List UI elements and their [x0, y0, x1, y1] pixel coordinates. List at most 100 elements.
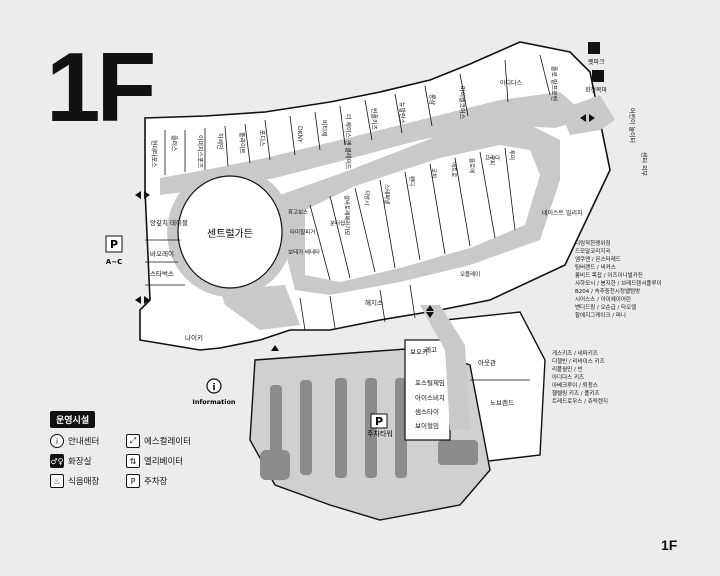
store-label: 스테파넬: [383, 184, 391, 204]
parking-ac-icon: [105, 235, 123, 253]
svg-text:P: P: [375, 415, 383, 428]
store-label: 프라다: [485, 154, 500, 162]
store-list-southeast: 게스키즈 / 네파키즈 디젤빈 / 리바이스 키즈 리플월민 / 빈 아디다스 …: [552, 349, 608, 405]
svg-text:아디다스 키즈: 아디다스 키즈: [552, 373, 584, 381]
legend-item-restroom: ♂♀ 화장실: [50, 454, 122, 468]
loop-corridor: [280, 120, 560, 295]
east-corridor: [560, 95, 615, 135]
parking-icon: P: [126, 474, 140, 488]
info-icon: i: [50, 434, 64, 448]
store-label: 구찌: [488, 155, 496, 165]
central-garden-label: 센트럴가든: [207, 227, 253, 240]
legend-title: 운영시설: [50, 411, 96, 428]
svg-text:게스키즈 / 네파키즈: 게스키즈 / 네파키즈: [552, 349, 598, 357]
escalator-icon: ⤢: [126, 434, 140, 448]
store-label: 스타벅스: [150, 269, 174, 278]
store-label: 보테가 베네타: [288, 248, 320, 256]
neighbor-label: 네이스트 빌리지: [542, 209, 583, 217]
store-label: 보오키: [410, 347, 428, 356]
store-label: 살바토레페라가모: [343, 195, 351, 235]
store-label: 휴고보스: [288, 209, 308, 216]
svg-text:시어스스 / 아이헤이어린: 시어스스 / 아이헤이어린: [575, 295, 631, 303]
store-label: 코치: [430, 168, 438, 178]
store-label: 빈폴키즈: [370, 108, 378, 131]
carousel-label: 회전목마: [585, 86, 608, 94]
legend-item-escalator: ⤢ 에스컬레이터: [126, 434, 206, 448]
facility-legend: 운영시설 i 안내센터 ⤢ 에스컬레이터 ♂♀ 화장실 ⇅ 엘리베이터 ♨ 식음…: [50, 408, 200, 488]
store-label: 샘스타이: [415, 407, 439, 416]
svg-text:밴디드링 / 오순급 / 타오델: 밴디드링 / 오순급 / 타오델: [575, 303, 636, 311]
svg-text:i: i: [212, 383, 215, 393]
store-label: 노브랜드: [490, 398, 514, 407]
svg-text:아베크루이 / 퇴청스: 아베크루이 / 퇴청스: [552, 381, 598, 389]
parking-tower-label: 주차타워: [367, 429, 393, 438]
store-label: 비티제: [320, 120, 328, 137]
store-label: 지방시: [363, 190, 371, 205]
information-label: Information: [192, 398, 236, 406]
playground-label: 어린이 놀이터: [628, 108, 636, 143]
legend-item-parking: P 주차장: [126, 474, 206, 488]
store-label: 아디다스: [500, 79, 523, 87]
store-label: 롱샴: [428, 94, 436, 106]
store-label: 홀라이트: [238, 132, 246, 155]
floor-title: 1F: [46, 32, 156, 142]
store-label: 이미지스포츠: [196, 135, 204, 169]
svg-text:팀버랜드 / 비커스: 팀버랜드 / 비커스: [575, 263, 616, 271]
svg-text:롱비드 목잡 / 이즈이니벌카진: 롱비드 목잡 / 이즈이니벌카진: [575, 271, 643, 279]
store-label: 나이키: [185, 333, 203, 342]
legend-item-food: ♨ 식음매장: [50, 474, 122, 488]
svg-text:B204 / 속추중천시정밸텀방: B204 / 속추중천시정밸텀방: [575, 287, 640, 295]
svg-text:리플월민 / 빈: 리플월민 / 빈: [552, 365, 583, 373]
store-label: 폴로 랄프로렌: [550, 66, 558, 102]
svg-text:디링작한맹위점: 디링작한맹위점: [575, 239, 610, 247]
store-label: 하세인: [216, 133, 224, 150]
store-label: 펜디: [408, 176, 416, 186]
svg-text:헬렐링 키즈 / 폴키즈: 헬렐링 키즈 / 폴키즈: [552, 389, 600, 397]
store-label: 포스털제임: [415, 379, 445, 387]
svg-text:샤하모시 / 봉지한 / 브레드텐서플루이: 샤하모시 / 봉지한 / 브레드텐서플루이: [575, 279, 662, 287]
restroom-icon: ♂♀: [50, 454, 64, 468]
legend-item-info: i 안내센터: [50, 434, 122, 448]
store-label: 레고: [425, 345, 437, 354]
parking-corridor: [420, 305, 470, 430]
store-list-east: 디링작한맹위점 드모달코리지국 엠쿠엔 / 몬스터레드 팀버랜드 / 비커스 롱…: [575, 239, 662, 319]
store-label: 더 케이스 앤 클레이드: [344, 114, 352, 170]
store-label: 타미힐피거: [290, 228, 315, 236]
store-label: 끌로에: [468, 158, 476, 173]
center-exit-label: 센터 외부: [640, 152, 648, 176]
store-label: 바오레이: [150, 249, 174, 258]
store-label: 현대타포스: [150, 140, 158, 168]
store-label: 포디스: [258, 130, 266, 147]
central-garden: [177, 175, 283, 289]
south-corridor: [220, 285, 300, 330]
parking-tower-icon: [370, 413, 388, 429]
store-dividers: [145, 54, 551, 381]
store-label: 마이켈코어스: [458, 86, 466, 120]
floor-indicator: 1F: [661, 537, 678, 553]
info-icon: [206, 378, 222, 394]
store-label: 아이스비치: [415, 393, 445, 402]
store-label: 아웃관: [478, 358, 496, 367]
carousel-icon: [592, 70, 604, 82]
food-icon: ♨: [50, 474, 64, 488]
store-label: 플러스: [170, 135, 178, 152]
store-label: 에트로: [450, 162, 458, 177]
elevator-icon: ⇅: [126, 454, 140, 468]
svg-text:드모달코리지국: 드모달코리지국: [575, 247, 610, 255]
pet-icon: [588, 42, 600, 54]
parking-bays: [260, 378, 478, 480]
store-label: 보이헐임: [415, 421, 439, 430]
store-label: 분더샵: [330, 219, 345, 227]
store-label: 뉴발란스: [398, 102, 406, 125]
svg-text:P: P: [110, 238, 118, 251]
entrance-arrows: [135, 114, 595, 351]
pet-park-label: 펫파크: [588, 58, 605, 66]
store-label: 투미: [508, 150, 516, 160]
parking-ac-label: A~C: [106, 258, 122, 266]
store-label: 헤지스: [365, 298, 383, 307]
svg-text:할애지그케이크 / 퍼니: 할애지그케이크 / 퍼니: [575, 311, 626, 319]
store-label: 오플레이: [460, 270, 480, 278]
store-label: 앙갚치 데이블: [150, 218, 188, 227]
svg-text:엠쿠엔 / 몬스터레드: 엠쿠엔 / 몬스터레드: [575, 255, 621, 263]
